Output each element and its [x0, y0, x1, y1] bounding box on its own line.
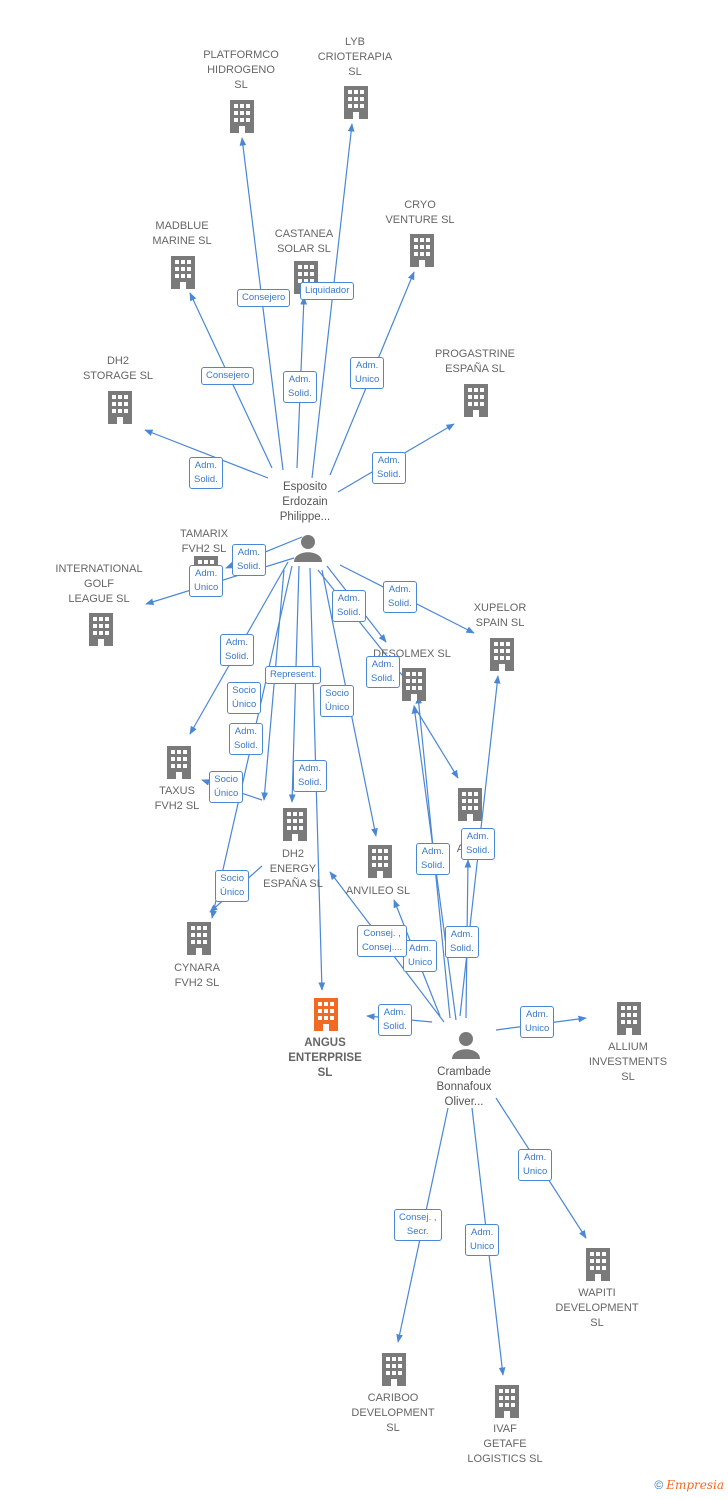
relation-label[interactable]: Adm.Solid.	[229, 723, 263, 755]
company-allium-building-icon[interactable]	[617, 1002, 641, 1035]
relation-label[interactable]: Adm.Solid.	[416, 843, 450, 875]
edges	[144, 123, 587, 1376]
company-cynara-building-icon[interactable]	[187, 922, 211, 955]
company-dh2energy-building-icon[interactable]	[283, 808, 307, 841]
company-cryo-building-icon[interactable]	[410, 234, 434, 267]
relation-label[interactable]: Adm.Solid.	[445, 926, 479, 958]
relation-label[interactable]: Adm.Unico	[189, 565, 224, 597]
relation-edge	[413, 705, 459, 779]
company-platformco-building-icon[interactable]	[230, 100, 254, 133]
relation-label[interactable]: Adm.Solid.	[332, 590, 366, 622]
relation-label[interactable]: Adm.Unico	[520, 1006, 555, 1038]
relation-label[interactable]: Adm.Solid.	[220, 634, 254, 666]
relation-label[interactable]: Adm.Solid.	[283, 371, 317, 403]
relation-label[interactable]: Adm.Solid.	[232, 544, 266, 576]
company-anvileo-building-icon[interactable]	[368, 845, 392, 878]
relation-label[interactable]: Adm.Solid.	[378, 1004, 412, 1036]
relation-label[interactable]: Adm.Solid.	[189, 457, 223, 489]
company-madblue-building-icon[interactable]	[171, 256, 195, 289]
company-desolmex-building-icon[interactable]	[402, 668, 426, 701]
relation-label[interactable]: Adm.Solid.	[372, 452, 406, 484]
footer-brand: ©Empresia	[654, 1478, 724, 1492]
relation-label[interactable]: Adm.Solid.	[461, 828, 495, 860]
relation-label[interactable]: Consej. ,Secr.	[394, 1209, 442, 1241]
company-angus-building-icon[interactable]	[314, 998, 338, 1031]
relation-label[interactable]: Adm.Solid.	[383, 581, 417, 613]
company-anvileo-label[interactable]: ANVILEO SL	[345, 885, 411, 897]
company-cariboo-building-icon[interactable]	[382, 1353, 406, 1386]
relation-label[interactable]: Represent.	[265, 666, 322, 684]
relation-edge	[144, 429, 269, 479]
company-intgolf-building-icon[interactable]	[89, 613, 113, 646]
company-wapiti-building-icon[interactable]	[586, 1248, 610, 1281]
relation-edge	[311, 123, 355, 479]
relation-label[interactable]: Adm.Solid.	[366, 656, 400, 688]
relation-label[interactable]: Consejero	[201, 367, 255, 385]
relation-label[interactable]: Consejero	[237, 289, 291, 307]
company-te-building-icon[interactable]	[458, 788, 482, 821]
relation-label[interactable]: Adm.Unico	[465, 1224, 500, 1256]
company-lyb-building-icon[interactable]	[344, 86, 368, 119]
company-icons	[89, 86, 641, 1418]
company-ivaf-building-icon[interactable]	[495, 1385, 519, 1418]
relation-label[interactable]: Adm.Unico	[403, 940, 438, 972]
relation-label[interactable]: Consej. ,Consej....	[357, 925, 408, 957]
company-progastrine-building-icon[interactable]	[464, 384, 488, 417]
company-xupelor-building-icon[interactable]	[490, 638, 514, 671]
relation-label[interactable]: Adm.Unico	[350, 357, 385, 389]
relation-label[interactable]: Adm.Unico	[518, 1149, 553, 1181]
relation-label[interactable]: Adm.Solid.	[293, 760, 327, 792]
company-taxus-building-icon[interactable]	[167, 746, 191, 779]
relation-edge	[261, 569, 285, 801]
company-dh2storage-building-icon[interactable]	[108, 391, 132, 424]
relation-label[interactable]: Liquidador	[300, 282, 355, 300]
person-crambade-icon[interactable]	[452, 1032, 480, 1059]
